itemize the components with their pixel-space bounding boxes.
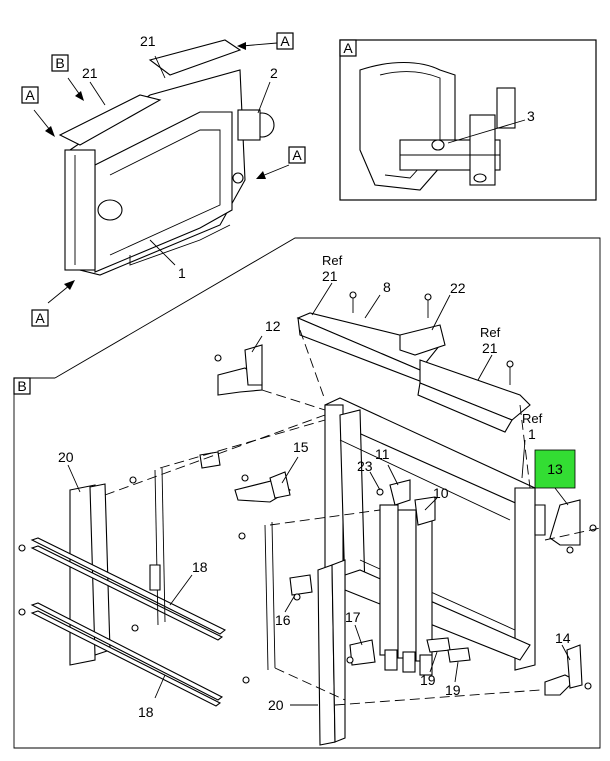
view-marker-a-bottom: A	[31, 309, 49, 327]
top-baffle-parts	[296, 291, 531, 433]
callout-18-a: 18	[192, 559, 208, 575]
callout-19-b: 19	[445, 682, 461, 698]
callout-18-b: 18	[138, 704, 154, 720]
callout-20-b: 20	[268, 697, 284, 713]
callout-22: 22	[450, 280, 466, 296]
bracket-12	[214, 335, 263, 396]
callout-10: 10	[433, 485, 449, 501]
callout-8: 8	[383, 279, 391, 295]
view-marker-b-top: B	[51, 54, 69, 72]
callout-12: 12	[265, 318, 281, 334]
svg-text:A: A	[25, 87, 35, 103]
oil-cooler-stack	[369, 464, 438, 676]
radiator-frame	[324, 397, 546, 671]
bracket-17	[346, 624, 376, 666]
bracket-16	[284, 574, 313, 613]
view-marker-a-right: A	[288, 146, 306, 164]
callout-13-highlight[interactable]: 13	[534, 449, 576, 489]
callout-21-left: 21	[82, 65, 98, 81]
callout-20-a: 20	[58, 449, 74, 465]
callout-1-ref: 1	[528, 426, 536, 442]
clips-19	[426, 637, 471, 683]
callout-13: 13	[547, 461, 563, 477]
rails-18	[18, 537, 227, 707]
callout-1: 1	[178, 265, 186, 281]
bracket-13	[549, 487, 597, 554]
bracket-15	[234, 456, 299, 503]
overview-leaders	[33, 42, 290, 304]
callout-11: 11	[375, 446, 390, 462]
detail-a-panel: A	[339, 39, 597, 201]
callout-21-ref-b: 21	[482, 340, 498, 356]
detail-a-label: A	[343, 40, 353, 56]
callout-2: 2	[270, 65, 278, 81]
callout-3: 3	[527, 108, 535, 124]
callout-21-ref-a: 21	[322, 268, 338, 284]
callout-15: 15	[293, 439, 309, 455]
callout-16: 16	[275, 612, 291, 628]
callout-14: 14	[555, 630, 571, 646]
callout-19-a: 19	[420, 672, 436, 688]
radiator-assembly-overview	[58, 39, 275, 276]
svg-text:A: A	[292, 147, 302, 163]
alignment-lines	[104, 329, 601, 706]
ref-label-21b: Ref	[480, 325, 501, 340]
view-marker-a-left: A	[21, 86, 39, 104]
svg-text:A: A	[280, 33, 290, 49]
ref-label-21a: Ref	[322, 253, 343, 268]
callout-23: 23	[357, 458, 373, 474]
callout-21-top: 21	[140, 33, 156, 49]
seal-strips-dashed	[129, 451, 276, 684]
side-member-20-right	[290, 559, 346, 746]
svg-text:B: B	[55, 55, 64, 71]
svg-text:A: A	[35, 310, 45, 326]
bracket-14	[544, 644, 592, 696]
detail-b-label: B	[17, 378, 26, 394]
view-marker-a-top: A	[276, 32, 294, 50]
ref-label-1: Ref	[522, 411, 543, 426]
callout-17: 17	[345, 609, 361, 625]
